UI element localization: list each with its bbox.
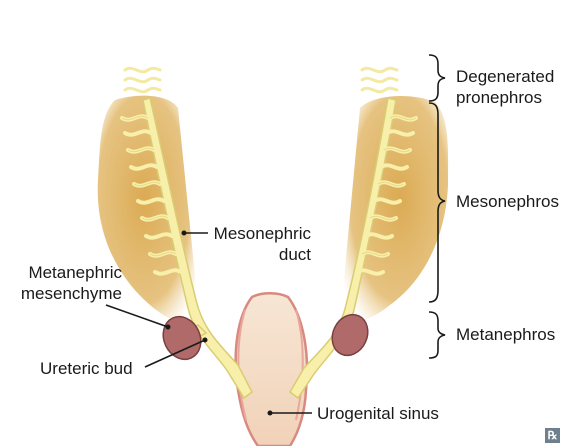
label-ureteric-bud: Ureteric bud	[40, 358, 133, 379]
label-metanephric-mesenchyme: Metanephric mesenchyme	[14, 262, 122, 304]
brace-degenerated-pronephros	[429, 55, 445, 101]
rx-badge-icon: ℞	[545, 428, 560, 443]
pronephros-right	[362, 68, 397, 92]
label-degenerated-pronephros: Degenerated pronephros	[456, 66, 554, 108]
label-metanephros: Metanephros	[456, 324, 555, 345]
leader-mesonephric-duct	[182, 231, 209, 236]
label-urogenital-sinus: Urogenital sinus	[317, 403, 439, 424]
label-mesonephros: Mesonephros	[456, 191, 559, 212]
urogenital-sinus	[236, 293, 307, 446]
pronephros-left	[125, 68, 160, 92]
label-mesonephric-duct: Mesonephric duct	[210, 223, 311, 265]
brace-metanephros	[429, 312, 445, 358]
